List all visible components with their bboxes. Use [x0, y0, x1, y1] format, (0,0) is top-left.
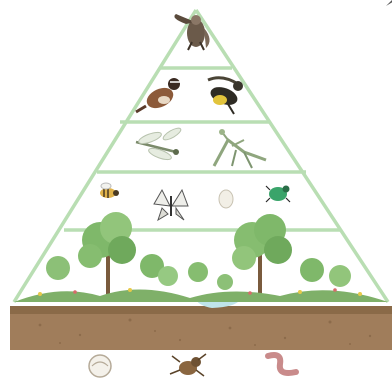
trees-icon — [78, 212, 292, 296]
hawk-icon — [174, 14, 209, 50]
grass-icon — [14, 288, 388, 302]
mantis-icon — [214, 129, 266, 168]
soil-layer — [10, 306, 392, 350]
spider-icon — [170, 354, 206, 376]
bee-icon — [100, 183, 119, 198]
grub-icon — [89, 355, 111, 377]
butterfly-icon — [154, 190, 188, 220]
earthworm-icon — [268, 355, 296, 373]
dragonfly-icon — [136, 126, 182, 162]
finch-icon — [208, 78, 243, 114]
cocoon-icon — [219, 190, 233, 208]
beetle-icon — [266, 186, 290, 203]
pyramid-outline — [14, 10, 388, 302]
